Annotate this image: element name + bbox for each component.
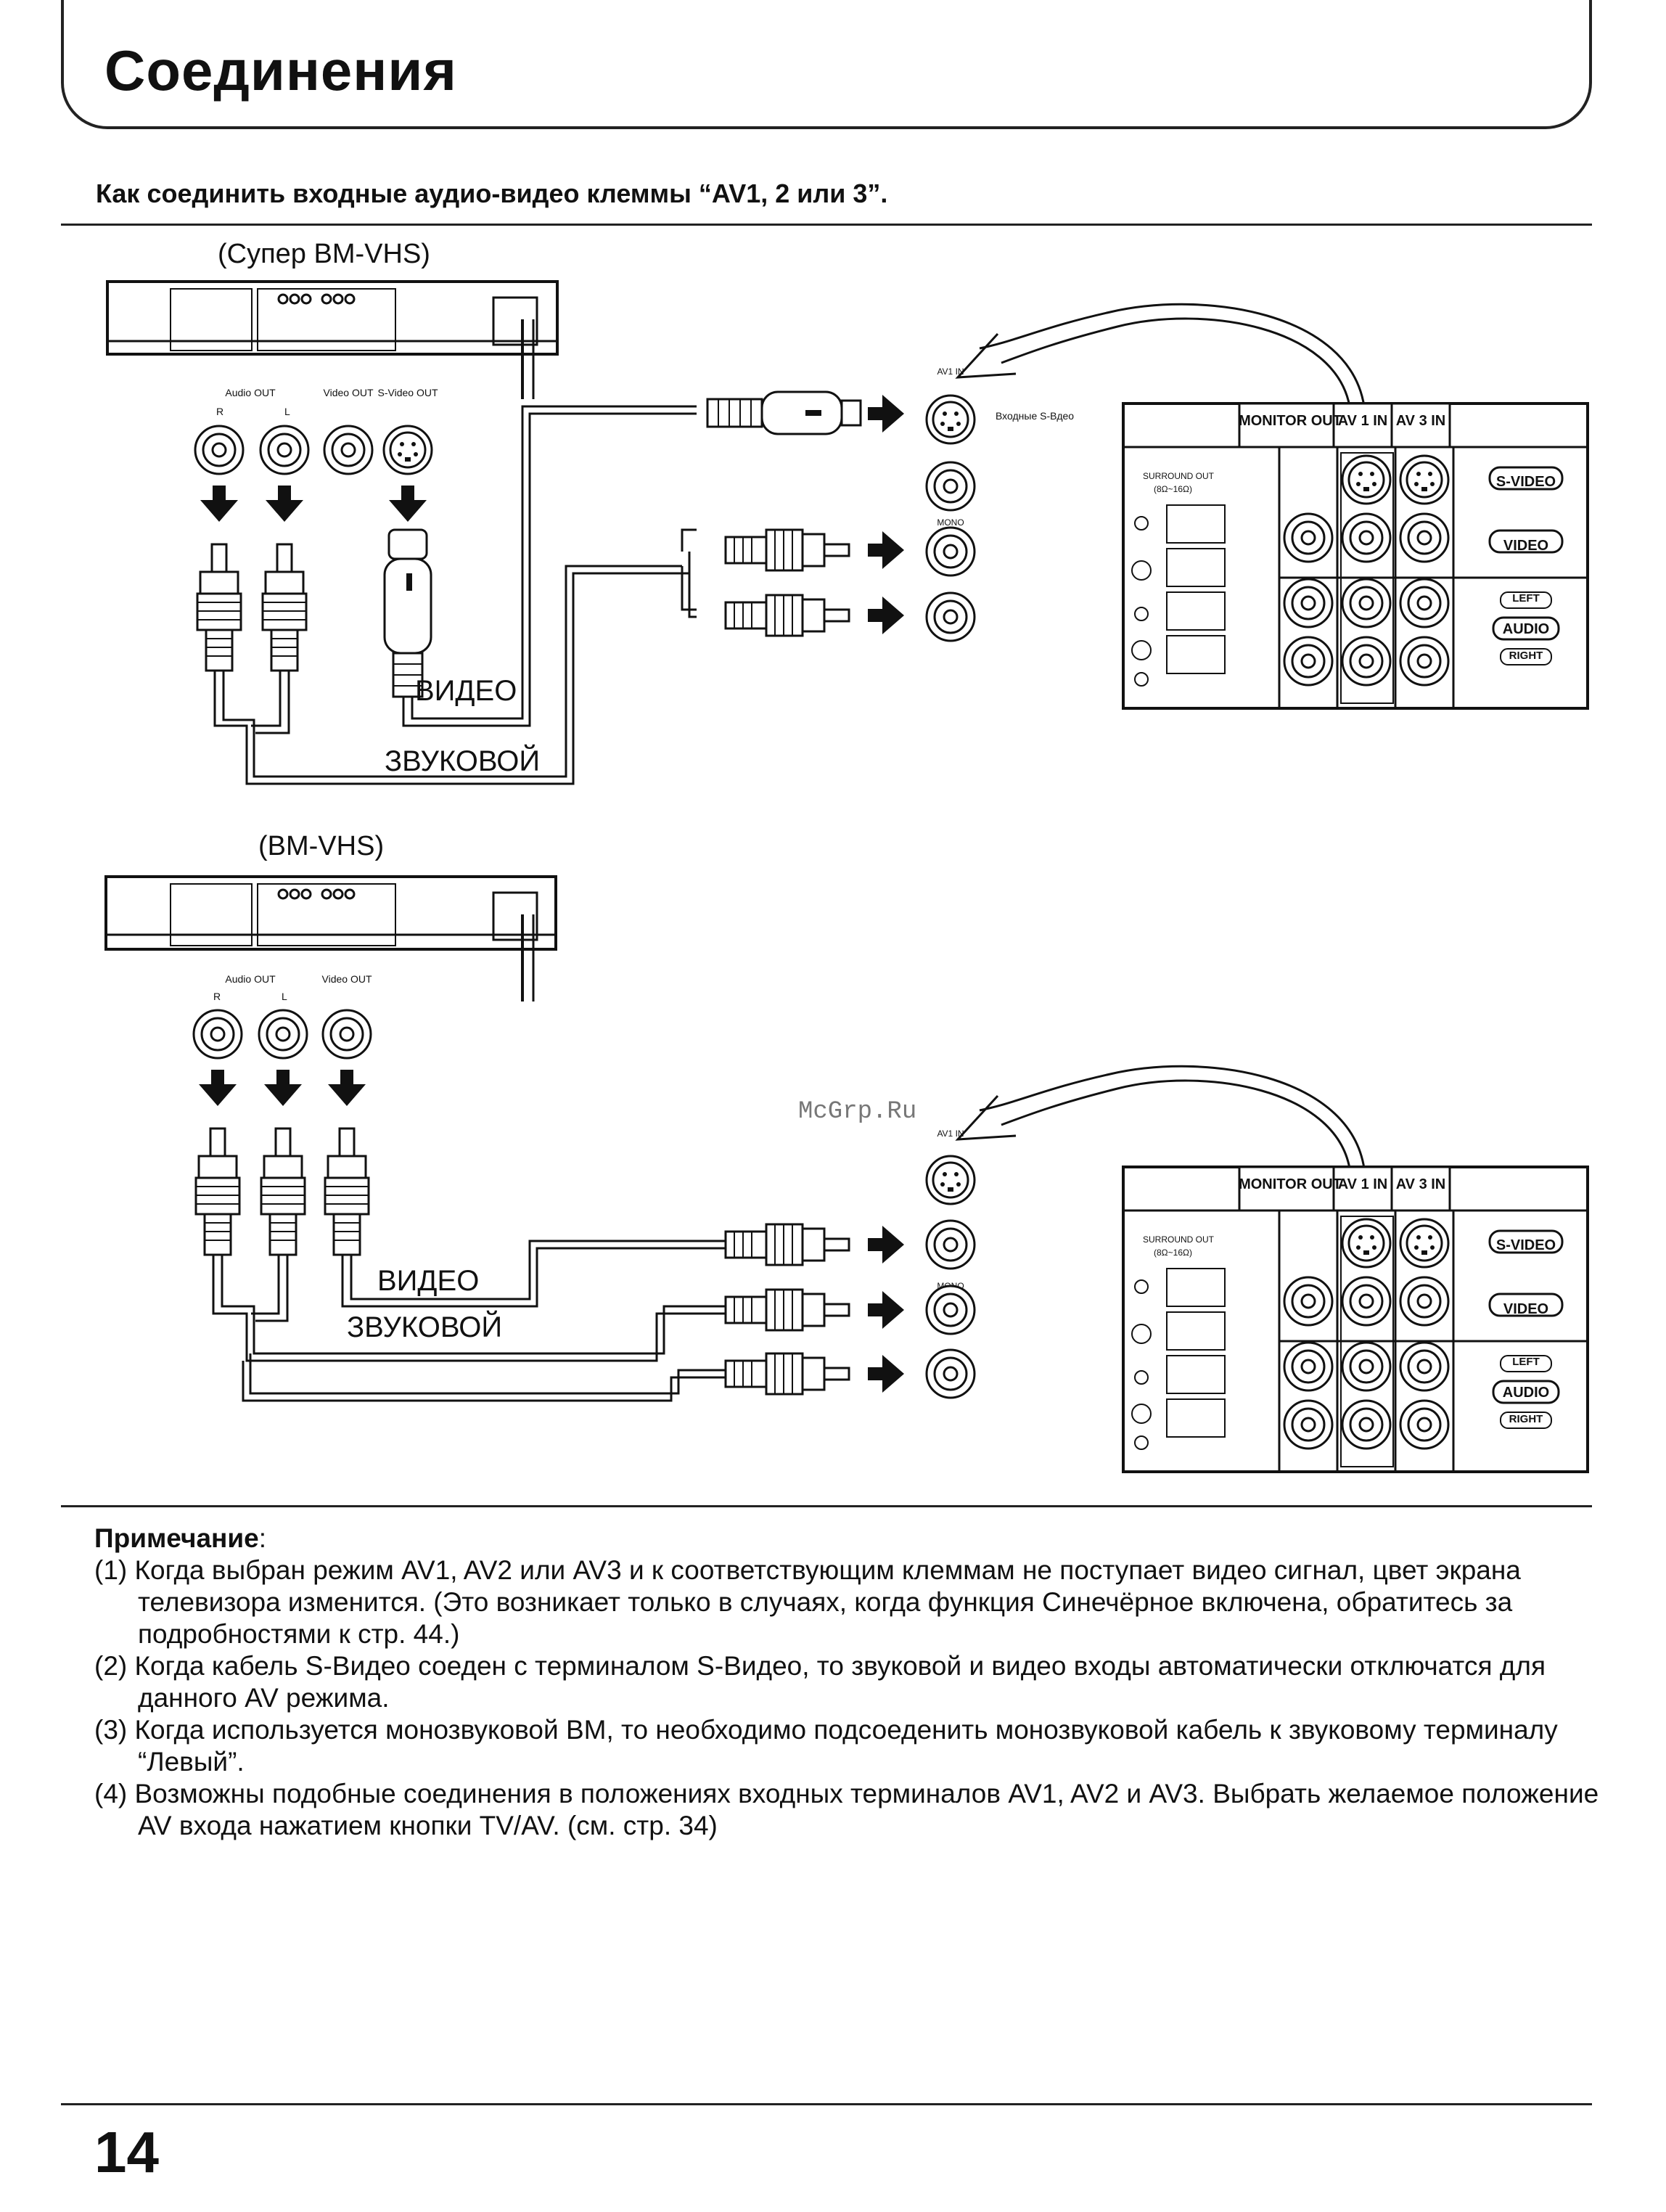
notes-heading: Примечание: [94, 1523, 259, 1553]
rca-plug-r: [194, 1127, 241, 1256]
rca-plug-h: [724, 594, 850, 637]
panel2-ohm-label: (8Ω~16Ω): [1154, 1248, 1192, 1258]
svideo-plug: [383, 528, 432, 698]
l-label: L: [284, 406, 290, 417]
arrow-right-icon: [868, 1355, 904, 1393]
video-out-label: Video OUT: [322, 973, 372, 985]
section-subtitle: Как соединить входные аудио-видео клеммы…: [96, 179, 888, 208]
vcr1-svideo-jack: [382, 425, 433, 475]
panel1-monitor-out-label: MONITOR OUT: [1239, 413, 1342, 429]
cable-video-label: ВИДЕО: [377, 1265, 479, 1297]
tv-audio-l-input: [925, 526, 976, 577]
mono-label: MONO: [937, 517, 964, 528]
cable-audio-label: ЗВУКОВОЙ: [347, 1310, 502, 1343]
panel2-audio-label: AUDIO: [1503, 1385, 1549, 1401]
divider-top: [61, 224, 1592, 226]
diagram-1: (Супер ВМ-VHS) Audio OUT R L Video OUT S…: [106, 239, 1588, 785]
audio-out-label: Audio OUT: [225, 973, 276, 985]
vcr1-audio-r-jack: [194, 425, 245, 475]
panel2-monitor-out-label: MONITOR OUT: [1239, 1176, 1342, 1192]
tv-audio-r-input: [925, 1348, 976, 1399]
panel1-svideo-label: S-VIDEO: [1496, 474, 1556, 490]
tv-video-input: [925, 461, 976, 512]
page-title: Соединения: [104, 38, 457, 102]
diagram-2: (ВМ-VHS) Audio OUT R L Video OUT: [104, 831, 1588, 1472]
note-item: (3) Когда используется монозвуковой ВМ, …: [94, 1715, 1558, 1777]
tv-panel-1: [1123, 404, 1588, 708]
tv-audio-l-input: [925, 1285, 976, 1335]
l-label: L: [282, 991, 287, 1002]
tv-video-input: [925, 1219, 976, 1270]
arrow-down-icon: [200, 486, 238, 522]
vcr1-body: [106, 280, 559, 356]
vcr2-body: [104, 875, 557, 951]
panel2-svideo-label: S-VIDEO: [1496, 1237, 1556, 1253]
arrow-right-icon: [868, 395, 904, 433]
panel2-av1-in-label: AV 1 IN: [1338, 1176, 1388, 1192]
vcr1-video-jack: [323, 425, 374, 475]
note-item: (1) Когда выбран режим AV1, AV2 или AV3 …: [94, 1555, 1521, 1649]
divider-middle: [61, 1505, 1592, 1507]
tv-audio-r-input: [925, 591, 976, 642]
audio-out-label: Audio OUT: [225, 387, 276, 398]
watermark: McGrp.Ru: [798, 1098, 916, 1126]
panel1-av3-in-label: AV 3 IN: [1396, 413, 1446, 429]
rca-plug-video: [324, 1127, 370, 1256]
vcr1-audio-l-jack: [259, 425, 310, 475]
rca-plug-r: [196, 543, 242, 672]
panel2-av3-in-label: AV 3 IN: [1396, 1176, 1446, 1192]
vcr1-label: (Супер ВМ-VHS): [218, 239, 430, 269]
svideo-input-note: Входные S-Вдео: [996, 410, 1074, 422]
vcr2-label: (ВМ-VHS): [258, 831, 384, 861]
arrow-right-icon: [868, 1226, 904, 1263]
panel1-av1-in-label: AV 1 IN: [1338, 413, 1388, 429]
arrow-down-icon: [389, 486, 427, 522]
page-number: 14: [94, 2120, 159, 2184]
vcr2-audio-l-jack: [258, 1009, 308, 1060]
svideo-plug-h: [706, 390, 862, 435]
panel2-left-label: LEFT: [1512, 1356, 1540, 1368]
arrow-down-icon: [199, 1070, 237, 1106]
panel2-video-label: VIDEO: [1503, 1301, 1548, 1317]
arrow-right-icon: [868, 531, 904, 569]
panel2-right-label: RIGHT: [1509, 1413, 1543, 1425]
panel1-surround-label: SURROUND OUT: [1143, 471, 1215, 481]
cable-video-label: ВИДЕО: [415, 675, 517, 707]
rca-plug-l: [261, 543, 308, 672]
tv-svideo-input: [925, 1155, 976, 1205]
arrow-down-icon: [328, 1070, 366, 1106]
panel1-video-label: VIDEO: [1503, 538, 1548, 554]
tv-panel-2: [1123, 1167, 1588, 1472]
arrow-down-icon: [264, 1070, 302, 1106]
panel1-ohm-label: (8Ω~16Ω): [1154, 484, 1192, 494]
arrow-right-icon: [868, 597, 904, 634]
rca-plug-h: [724, 1288, 850, 1332]
av1-in-label: AV1 IN: [937, 366, 964, 377]
notes-section: Примечание: (1) Когда выбран режим AV1, …: [94, 1523, 1604, 1842]
arrow-right-icon: [868, 1291, 904, 1329]
av1-in-label: AV1 IN: [937, 1128, 964, 1139]
divider-bottom: [61, 2103, 1592, 2105]
rca-plug-h: [724, 528, 850, 572]
rca-plug-l: [260, 1127, 306, 1256]
title-frame: [61, 0, 1592, 129]
panel1-right-label: RIGHT: [1509, 650, 1543, 662]
r-label: R: [216, 406, 223, 417]
rca-plug-h: [724, 1223, 850, 1266]
video-out-label: Video OUT: [324, 387, 374, 398]
rca-plug-h: [724, 1352, 850, 1396]
panel1-left-label: LEFT: [1512, 592, 1540, 605]
panel1-audio-label: AUDIO: [1503, 621, 1549, 637]
panel2-surround-label: SURROUND OUT: [1143, 1234, 1215, 1245]
svideo-out-label: S-Video OUT: [378, 387, 438, 398]
vcr2-audio-r-jack: [192, 1009, 243, 1060]
connection-diagrams: (Супер ВМ-VHS) Audio OUT R L Video OUT S…: [104, 239, 1666, 1502]
note-item: (2) Когда кабель S-Видео соеден с термин…: [94, 1651, 1546, 1713]
tv-svideo-input: [925, 394, 976, 445]
arrow-down-icon: [266, 486, 303, 522]
vcr2-video-jack: [321, 1009, 372, 1060]
cable-audio-label: ЗВУКОВОЙ: [385, 744, 540, 777]
note-item: (4) Возможны подобные соединения в полож…: [94, 1779, 1599, 1840]
r-label: R: [213, 991, 221, 1002]
